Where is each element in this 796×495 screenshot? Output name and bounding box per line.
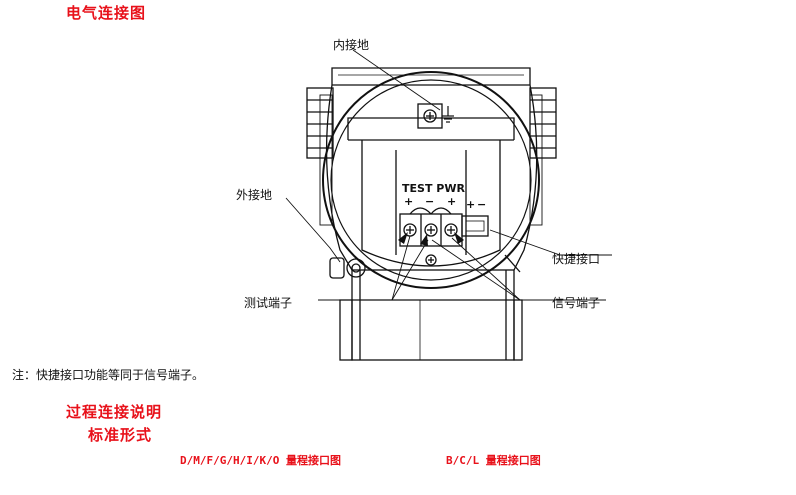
page-title: 电气连接图: [66, 4, 147, 22]
external-ground-screw: [346, 258, 366, 278]
note-text: 注：快捷接口功能等同于信号端子。: [12, 368, 205, 382]
leader-lines: [285, 49, 612, 301]
external-ground-label: 外接地: [236, 188, 273, 202]
housing-neck: [351, 269, 515, 361]
plus-mark-1: +: [404, 195, 414, 208]
quick-connector-block: [461, 215, 489, 237]
caption-left: D/M/F/G/H/I/K/O 量程接口图: [180, 454, 341, 467]
bottom-screw: [425, 254, 437, 266]
caption-right: B/C/L 量程接口图: [446, 454, 541, 467]
housing-top: [331, 67, 531, 85]
minus-mark-3: −: [477, 198, 487, 211]
test-terminal-label: 测试端子: [244, 296, 293, 310]
housing-window-outer: [322, 71, 540, 289]
quick-connector-label: 快捷接口: [552, 252, 601, 266]
plus-mark-2: +: [447, 195, 457, 208]
terminal-screw-2: [424, 223, 438, 237]
internal-ground-screw: [423, 109, 437, 123]
housing-window-inner: [330, 79, 532, 281]
signal-terminal-label: 信号端子: [552, 296, 601, 310]
terminal-screw-3: [444, 223, 458, 237]
ground-symbol: [442, 106, 454, 123]
minus-mark-1: −: [425, 195, 435, 208]
test-pwr-label: TEST PWR: [402, 182, 465, 195]
internal-ground-label: 内接地: [333, 38, 370, 52]
plus-mark-3: +: [466, 198, 476, 211]
process-section-subtitle: 标准形式: [88, 426, 153, 444]
process-section-title: 过程连接说明: [66, 403, 163, 421]
